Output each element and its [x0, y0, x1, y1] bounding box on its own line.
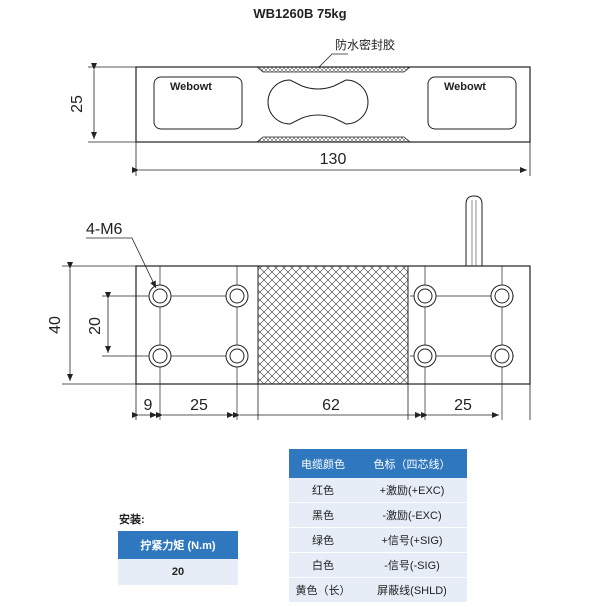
torque-table: 拧紧力矩 (N.m) 20 [118, 531, 238, 586]
side-view: 4-M6 40 20 9 25 62 25 [47, 195, 531, 420]
header-cable-color: 电缆颜色 [289, 449, 357, 478]
table-row: 黄色（长） 屏蔽线(SHLD) [289, 577, 467, 603]
wire-function: +信号(+SIG) [357, 527, 467, 553]
wire-color: 绿色 [289, 527, 357, 553]
brand-left: Webowt [170, 81, 212, 93]
hole-label: 4-M6 [86, 221, 123, 238]
table-row: 黑色 -激励(-EXC) [289, 502, 467, 528]
seal-strip-bottom [255, 136, 412, 143]
header-color-code: 色标（四芯线） [357, 449, 467, 478]
wire-function: -信号(-SIG) [357, 552, 467, 578]
mount-hole [413, 344, 437, 368]
mount-hole [490, 344, 514, 368]
technical-drawing: Webowt Webowt 防水密封胶 25 130 [47, 37, 531, 420]
side-dim-left-pitch: 25 [190, 397, 208, 414]
wire-color: 白色 [289, 552, 357, 578]
wire-function: +激励(+EXC) [357, 478, 467, 503]
side-dim-hole-spacing: 20 [87, 317, 104, 335]
torque-header: 拧紧力矩 (N.m) [118, 531, 238, 559]
side-dim-right-pitch: 25 [454, 397, 472, 414]
mount-hole [413, 284, 437, 308]
side-dim-offset: 9 [144, 397, 153, 414]
top-dim-height: 25 [69, 95, 86, 113]
wire-function: 屏蔽线(SHLD) [357, 577, 467, 603]
drawing-title: WB1260B 75kg [253, 6, 347, 21]
side-dim-center: 62 [322, 397, 340, 414]
wire-color: 黑色 [289, 502, 357, 528]
cable [465, 195, 483, 266]
mount-hole [490, 284, 514, 308]
mount-hole [148, 344, 172, 368]
torque-value: 20 [118, 559, 238, 586]
wire-color: 红色 [289, 478, 357, 503]
dogbone-cutout [267, 79, 369, 125]
seal-label: 防水密封胶 [335, 37, 395, 52]
top-view: Webowt Webowt 防水密封胶 25 130 [69, 37, 531, 176]
side-dim-height: 40 [47, 316, 64, 334]
table-row: 绿色 +信号(+SIG) [289, 527, 467, 553]
wire-color-table: 电缆颜色 色标（四芯线） 红色 +激励(+EXC) 黑色 -激励(-EXC) 绿… [289, 449, 467, 603]
left-pocket [153, 76, 243, 130]
wire-table-header: 电缆颜色 色标（四芯线） [289, 449, 467, 478]
table-row: 红色 +激励(+EXC) [289, 478, 467, 503]
table-row: 白色 -信号(-SIG) [289, 552, 467, 578]
mount-hole [148, 284, 172, 308]
seal-strip-top [255, 66, 412, 73]
mount-hole [225, 284, 249, 308]
top-dim-length: 130 [320, 151, 347, 168]
wire-color: 黄色（长） [289, 577, 357, 603]
brand-right: Webowt [444, 81, 486, 93]
install-label: 安装: [119, 514, 145, 526]
strain-gauge-area [257, 265, 409, 385]
wire-function: -激励(-EXC) [357, 502, 467, 528]
right-pocket [427, 76, 517, 130]
mount-hole [225, 344, 249, 368]
